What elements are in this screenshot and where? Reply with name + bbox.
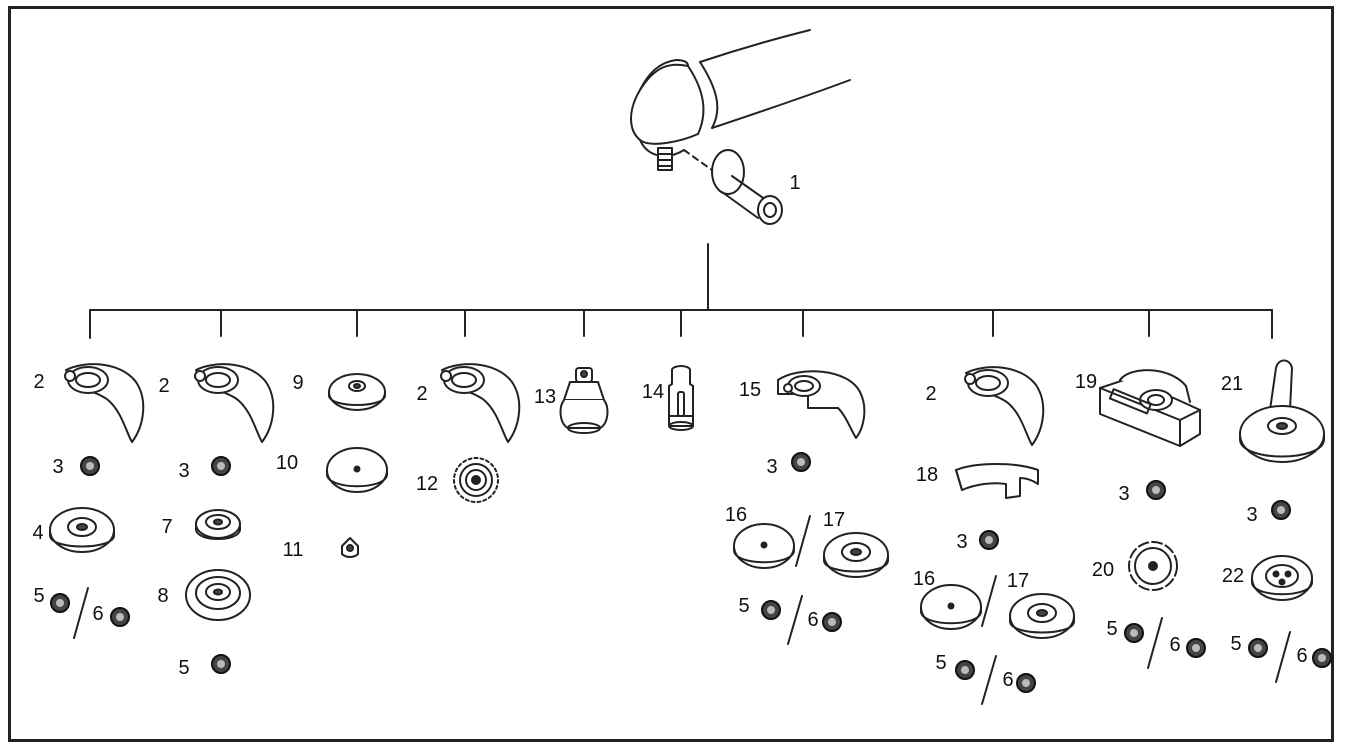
part-label: 16	[724, 504, 748, 526]
part-label: 2	[925, 383, 937, 405]
part-label: 2	[416, 383, 428, 405]
part-label: 3	[1246, 504, 1258, 526]
part-label: 18	[915, 464, 939, 486]
part-label: 6	[1296, 645, 1308, 667]
part-label: 5	[1230, 633, 1242, 655]
part-label: 5	[738, 595, 750, 617]
part-label: 15	[738, 379, 762, 401]
column-4-parts	[440, 363, 521, 503]
column-10-parts	[1239, 359, 1332, 683]
part-label: 10	[275, 452, 299, 474]
column-6-parts	[668, 365, 694, 431]
part-label: 19	[1074, 371, 1098, 393]
part-label: 2	[33, 371, 45, 393]
part-label: 11	[282, 539, 304, 561]
part-label: 3	[766, 456, 778, 478]
part-label: 12	[415, 473, 439, 495]
part-label: 9	[292, 372, 304, 394]
part-label: 3	[956, 531, 968, 553]
part-label: 3	[1118, 483, 1130, 505]
column-5-parts	[559, 367, 609, 434]
tree-lines	[89, 243, 1273, 339]
part-label: 21	[1220, 373, 1244, 395]
part-label: 3	[178, 460, 190, 482]
part-label: 4	[32, 522, 44, 544]
part-label: 5	[935, 652, 947, 674]
column-1-parts	[49, 363, 145, 639]
part-label: 5	[1106, 618, 1118, 640]
part-label: 5	[178, 657, 190, 679]
column-8-parts	[920, 366, 1075, 705]
part-label: 1	[789, 172, 801, 194]
part-label: 5	[33, 585, 45, 607]
part-label: 16	[912, 568, 936, 590]
column-2-parts	[185, 363, 275, 674]
side-handle	[711, 149, 783, 225]
part-label: 17	[1006, 570, 1030, 592]
part-label: 22	[1221, 565, 1245, 587]
part-label: 7	[161, 516, 173, 538]
part-label: 6	[1002, 669, 1014, 691]
part-label: 20	[1091, 559, 1115, 581]
part-label: 3	[52, 456, 64, 478]
part-label: 8	[157, 585, 169, 607]
part-label: 6	[1169, 634, 1181, 656]
part-label: 6	[92, 603, 104, 625]
grinder-body	[630, 29, 851, 171]
column-7-parts	[733, 370, 889, 645]
column-3-parts	[326, 373, 388, 558]
part-label: 13	[533, 386, 557, 408]
part-label: 17	[822, 509, 846, 531]
part-label: 6	[807, 609, 819, 631]
part-label: 2	[158, 375, 170, 397]
part-label: 14	[641, 381, 665, 403]
column-9-parts	[1099, 369, 1206, 669]
